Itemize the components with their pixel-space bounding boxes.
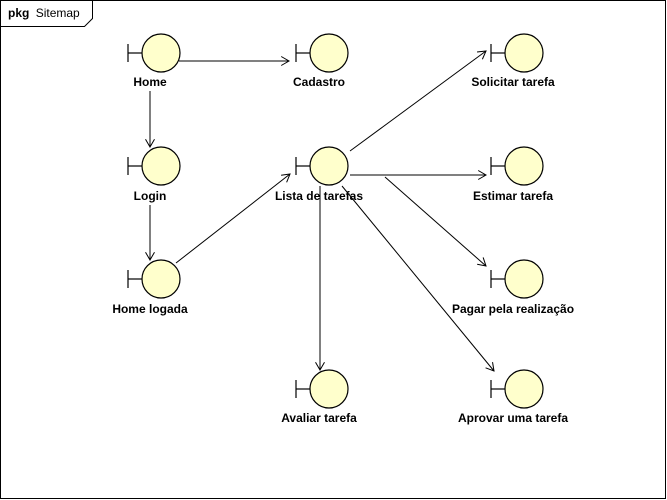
boundary-icon	[295, 146, 349, 186]
node-aprovar-uma-tarefa: Aprovar uma tarefa	[458, 369, 568, 425]
node-label: Avaliar tarefa	[281, 411, 357, 425]
node-label: Aprovar uma tarefa	[458, 411, 568, 425]
boundary-icon	[295, 33, 349, 73]
arrowhead-icon	[485, 362, 495, 372]
node-home-logada: Home logada	[112, 259, 188, 316]
node-avaliar-tarefa: Avaliar tarefa	[281, 369, 357, 425]
boundary-icon	[295, 369, 349, 409]
package-title: pkg Sitemap	[8, 6, 80, 20]
arrowhead-icon	[145, 251, 155, 262]
edge-line	[349, 50, 487, 152]
edge-lista-de-tarefas-to-pagar-pela-realizacao	[384, 176, 487, 267]
node-label: Estimar tarefa	[473, 189, 553, 203]
node-label: Login	[134, 189, 167, 203]
arrowhead-icon	[280, 56, 290, 66]
arrowhead-icon	[477, 170, 487, 180]
edge-home-to-cadastro	[179, 56, 290, 66]
package-name: Sitemap	[36, 6, 80, 20]
boundary-icon	[490, 259, 544, 299]
boundary-icon	[127, 33, 181, 73]
node-cadastro: Cadastro	[293, 33, 349, 89]
node-lista-de-tarefas: Lista de tarefas	[275, 146, 363, 203]
node-label: Cadastro	[293, 75, 345, 89]
edge-line	[341, 185, 495, 372]
node-label: Lista de tarefas	[275, 189, 363, 203]
edge-home-logada-to-lista-de-tarefas	[175, 173, 291, 264]
node-home: Home	[127, 33, 181, 89]
edge-lista-de-tarefas-to-aprovar-uma-tarefa	[341, 185, 495, 372]
arrowhead-icon	[315, 361, 325, 371]
boundary-icon	[127, 146, 181, 186]
edges-layer	[145, 50, 495, 372]
arrowhead-icon	[281, 173, 291, 183]
edge-line	[384, 176, 487, 267]
edge-lista-de-tarefas-to-solicitar-tarefa	[349, 50, 487, 152]
package-keyword: pkg	[8, 6, 29, 20]
node-estimar-tarefa: Estimar tarefa	[473, 146, 553, 203]
node-label: Solicitar tarefa	[471, 75, 555, 89]
arrowhead-icon	[476, 50, 487, 60]
edge-home-to-login	[145, 91, 155, 149]
arrowhead-icon	[477, 257, 487, 267]
edge-lista-de-tarefas-to-estimar-tarefa	[350, 170, 487, 180]
edge-line	[175, 173, 291, 264]
boundary-icon	[127, 259, 181, 299]
arrowhead-icon	[145, 138, 155, 149]
node-label: Home logada	[112, 302, 188, 316]
package-tab	[0, 0, 93, 27]
node-label: Home	[133, 75, 167, 89]
node-label: Pagar pela realização	[452, 302, 574, 316]
node-pagar-pela-realizacao: Pagar pela realização	[452, 259, 574, 316]
node-login: Login	[127, 146, 181, 203]
boundary-icon	[490, 146, 544, 186]
boundary-icon	[490, 369, 544, 409]
boundary-icon	[490, 33, 544, 73]
edge-login-to-home-logada	[145, 205, 155, 262]
edge-lista-de-tarefas-to-avaliar-tarefa	[315, 186, 325, 371]
node-solicitar-tarefa: Solicitar tarefa	[471, 33, 555, 89]
